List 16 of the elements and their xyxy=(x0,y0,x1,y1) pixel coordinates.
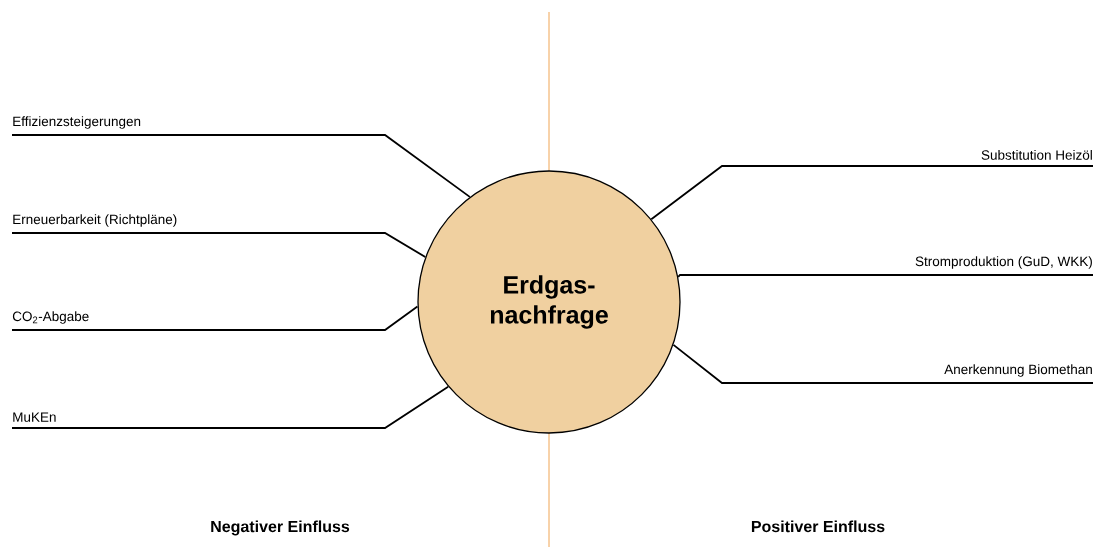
factor-label: Stromproduktion (GuD, WKK) xyxy=(915,256,1092,269)
side-heading: Positiver Einfluss xyxy=(751,520,885,533)
leader-line xyxy=(11,134,471,198)
factor-label: Erneuerbarkeit (Richtpläne) xyxy=(13,214,177,227)
leader-line xyxy=(677,274,1094,278)
factor-label: Effizienzsteigerungen xyxy=(13,116,141,129)
leader-line xyxy=(11,385,450,429)
leader-line xyxy=(672,343,1094,384)
factor-label: Anerkennung Biomethan xyxy=(944,364,1092,377)
leader-line xyxy=(650,165,1094,221)
leader-line xyxy=(11,305,419,331)
leader-line xyxy=(11,232,427,258)
factor-label: CO$_{2}$-Abgabe xyxy=(12,311,89,324)
side-heading: Negativer Einfluss xyxy=(211,520,350,536)
factor-label: Substitution Heizöl xyxy=(981,149,1092,160)
factor-label: MuKEn xyxy=(13,412,56,422)
